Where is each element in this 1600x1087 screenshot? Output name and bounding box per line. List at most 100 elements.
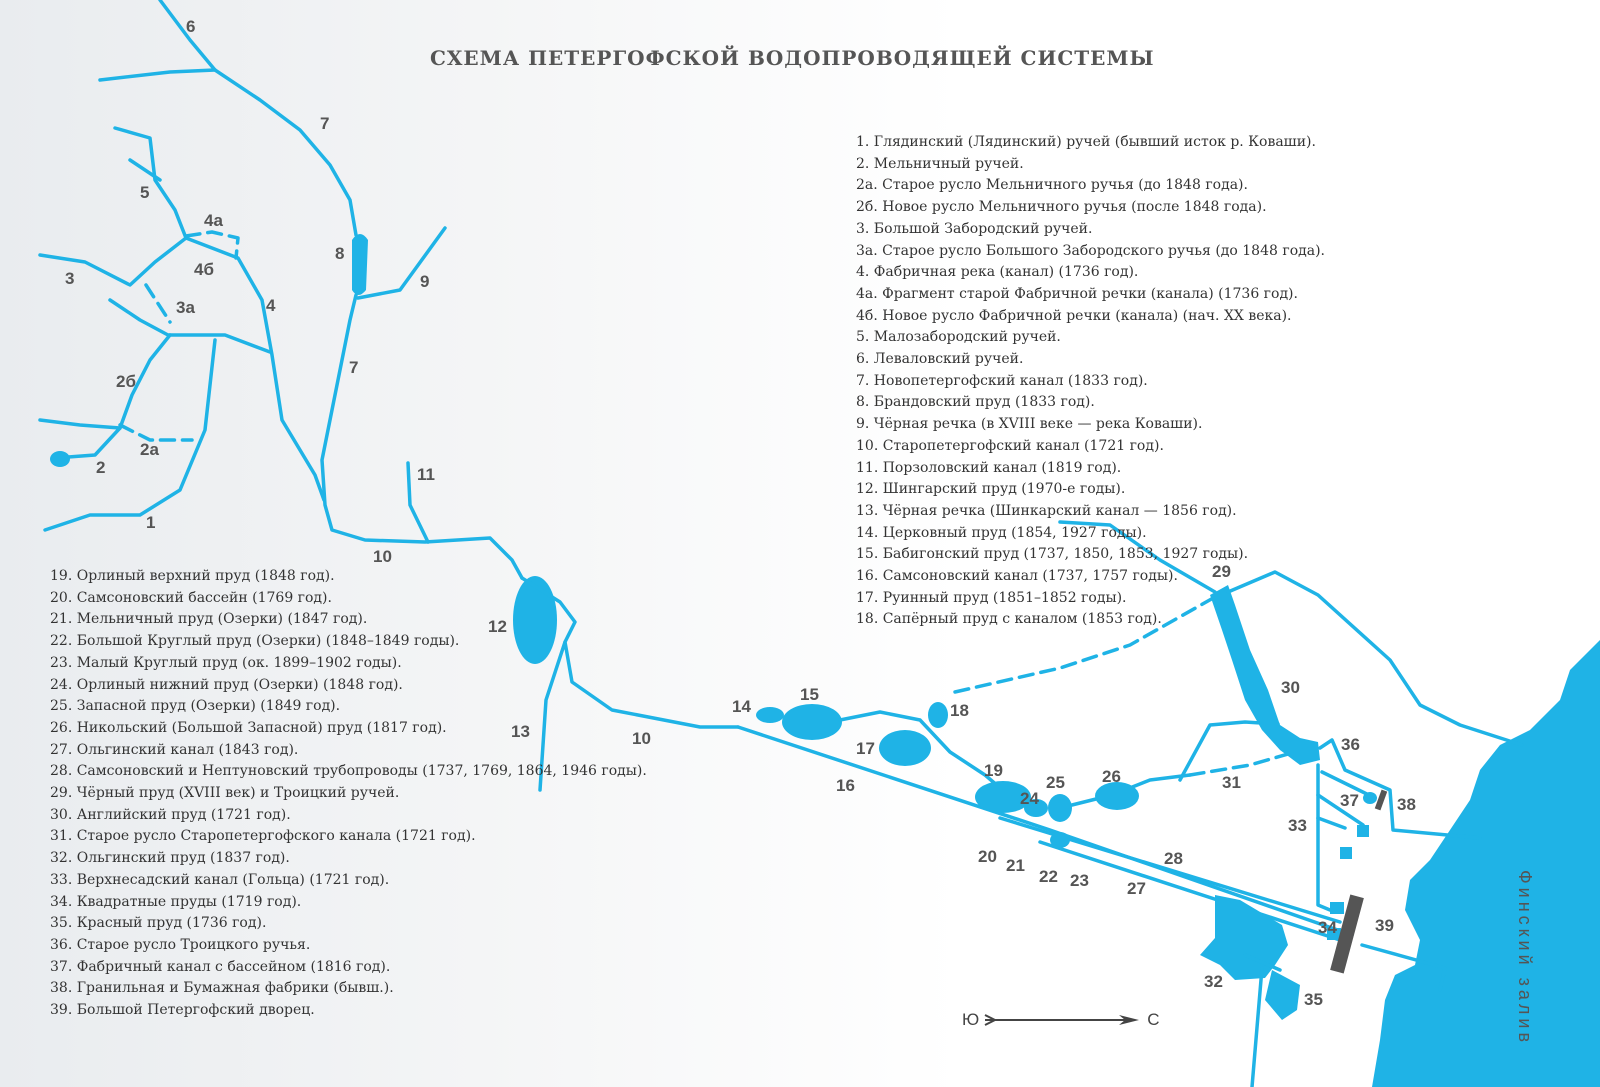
map-label: 11: [417, 465, 435, 484]
map-label: 21: [1006, 856, 1025, 875]
legend-item: 15. Бабигонский пруд (1737, 1850, 1853, …: [856, 546, 1249, 563]
map-label: 3а: [176, 298, 195, 317]
legend-item: 23. Малый Круглый пруд (ок. 1899–1902 го…: [50, 654, 402, 671]
map-label: 20: [978, 847, 997, 866]
legend-item: 22. Большой Круглый пруд (Озерки) (1848–…: [50, 633, 460, 650]
legend-item: 28. Самсоновский и Нептуновский трубопро…: [50, 763, 647, 780]
map-label: 27: [1127, 879, 1146, 898]
map-label: 2а: [140, 440, 159, 459]
legend-item: 21. Мельничный пруд (Озерки) (1847 год).: [50, 611, 368, 628]
map-label: 10: [373, 547, 392, 566]
map-label: 39: [1375, 916, 1394, 935]
map-label: 31: [1222, 773, 1241, 792]
map-label: 14: [732, 697, 751, 716]
legend-item: 12. Шингарский пруд (1970-е годы).: [856, 481, 1126, 498]
map-label: 19: [984, 761, 1003, 780]
legend-item: 1. Глядинский (Лядинский) ручей (бывший …: [856, 134, 1316, 150]
legend-item: 6. Леваловский ручей.: [856, 351, 1024, 368]
map-label: 13: [511, 722, 530, 741]
gulf-of-finland: [1372, 640, 1600, 1087]
compass: Ю С: [962, 1010, 1159, 1030]
legend-item: 7. Новопетергофский канал (1833 год).: [856, 372, 1148, 389]
legend-item: 27. Ольгинский канал (1843 год).: [50, 741, 299, 758]
factory-building: [1374, 789, 1388, 811]
legend-item: 9. Чёрная речка (в XVIII веке — река Ков…: [856, 416, 1203, 433]
map-label: 10: [632, 729, 651, 748]
legend-item: 13. Чёрная речка (Шинкарский канал — 185…: [856, 502, 1237, 519]
legend-item: 2а. Старое русло Мельничного ручья (до 1…: [856, 177, 1248, 194]
legend-item: 3. Большой Забородский ручей.: [856, 220, 1093, 237]
map-label: 38: [1397, 795, 1416, 814]
legend-item: 11. Порзоловский канал (1819 год).: [856, 459, 1122, 476]
legend-item: 20. Самсоновский бассейн (1769 год).: [50, 589, 332, 606]
legend-item: 5. Малозабородский ручей.: [856, 329, 1061, 346]
map-label: 30: [1281, 678, 1300, 697]
map-label: 22: [1039, 867, 1058, 886]
map-label: 34: [1318, 918, 1337, 937]
map-label: 2б: [116, 372, 136, 391]
map-label: 26: [1102, 767, 1121, 786]
legend-item: 25. Запасной пруд (Озерки) (1849 год).: [50, 698, 341, 715]
legend-right: 1. Глядинский (Лядинский) ручей (бывший …: [856, 132, 1325, 631]
legend-left: 19. Орлиный верхний пруд (1848 год). 20. …: [50, 566, 647, 1022]
legend-item: 4б. Новое русло Фабричной речки (канала)…: [856, 307, 1292, 324]
palace-building: [1330, 894, 1364, 974]
map-label: 32: [1204, 972, 1223, 991]
map-label: 33: [1288, 816, 1307, 835]
legend-item: 16. Самсоновский канал (1737, 1757 годы)…: [856, 568, 1178, 585]
legend-item: 2. Мельничный ручей.: [856, 155, 1024, 172]
map-label: 4: [266, 296, 276, 315]
compass-north-label: С: [1147, 1010, 1160, 1029]
map-label: 16: [836, 776, 855, 795]
map-label: 9: [420, 272, 429, 291]
legend-item: 31. Старое русло Старопетергофского кана…: [50, 828, 476, 845]
legend-item: 19. Орлиный верхний пруд (1848 год).: [50, 568, 335, 584]
map-label: 4б: [194, 260, 214, 279]
map-label: 36: [1341, 735, 1360, 754]
legend-item: 26. Никольский (Большой Запасной) пруд (…: [50, 719, 447, 736]
map-title: СХЕМА ПЕТЕРГОФСКОЙ ВОДОПРОВОДЯЩЕЙ СИСТЕМ…: [430, 46, 1155, 70]
legend-item: 8. Брандовский пруд (1833 год).: [856, 394, 1095, 411]
map-number-labels: 1 2 2а 2б 3 3а 4 4а 4б 5 6 7 7 8 9 10 10…: [65, 17, 1416, 1009]
legend-item: 14. Церковный пруд (1854, 1927 годы).: [856, 524, 1147, 541]
arrow-right-icon: [984, 1014, 1140, 1026]
legend-item: 29. Чёрный пруд (XVIII век) и Троицкий р…: [50, 785, 400, 802]
legend-item: 33. Верхнесадский канал (Гольца) (1721 г…: [50, 871, 390, 888]
legend-item: 2б. Новое русло Мельничного ручья (после…: [856, 199, 1267, 216]
compass-south-label: Ю: [962, 1010, 980, 1029]
legend-item: 38. Гранильная и Бумажная фабрики (бывш.…: [50, 980, 394, 997]
map-label: 37: [1340, 791, 1359, 810]
legend-item: 4а. Фрагмент старой Фабричной речки (кан…: [856, 285, 1298, 302]
legend-item: 35. Красный пруд (1736 год).: [50, 915, 267, 932]
streams-west: [38, 0, 524, 580]
map-label: 15: [800, 685, 819, 704]
legend-item: 34. Квадратные пруды (1719 год).: [50, 893, 302, 910]
map-label: 3: [65, 269, 74, 288]
legend-item: 36. Старое русло Троицкого ручья.: [50, 936, 311, 953]
map-label: 4а: [204, 211, 223, 230]
legend-item: 32. Ольгинский пруд (1837 год).: [50, 850, 290, 867]
sea-label: Финский залив: [1515, 870, 1535, 1047]
map-label: 7: [349, 358, 358, 377]
map-label: 6: [186, 17, 195, 36]
legend-item: 39. Большой Петергофский дворец.: [50, 1002, 315, 1019]
map-label: 17: [856, 739, 875, 758]
map-label: 35: [1304, 990, 1323, 1009]
map-label: 8: [335, 244, 344, 263]
map-label: 1: [146, 513, 155, 532]
legend-item: 30. Английский пруд (1721 год).: [50, 806, 291, 823]
legend-item: 24. Орлиный нижний пруд (Озерки) (1848 г…: [50, 676, 403, 693]
legend-item: 3а. Старое русло Большого Забородского р…: [856, 242, 1325, 259]
legend-item: 4. Фабричная река (канал) (1736 год).: [856, 264, 1139, 281]
map-label: 18: [950, 701, 969, 720]
map-label: 2: [96, 458, 105, 477]
map-label: 12: [488, 617, 507, 636]
channels-central: [513, 520, 1524, 1087]
legend-item: 10. Старопетергофский канал (1721 год).: [856, 437, 1164, 454]
map-label: 29: [1212, 562, 1231, 581]
map-label: 28: [1164, 849, 1183, 868]
legend-item: 18. Сапёрный пруд с каналом (1853 год).: [856, 611, 1162, 628]
map-label: 24: [1020, 789, 1039, 808]
map-label: 23: [1070, 871, 1089, 890]
